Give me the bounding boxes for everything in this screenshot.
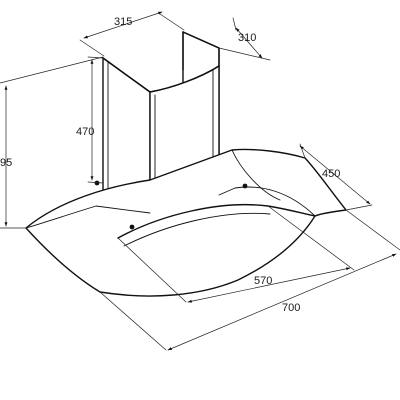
dim-label-315: 315 <box>114 16 132 28</box>
screw-left <box>94 180 100 186</box>
dimension-315: 315 <box>79 11 185 57</box>
chimney-top-edge <box>102 57 220 93</box>
dim-label-450: 450 <box>322 168 340 180</box>
canopy-top-flap <box>231 149 281 201</box>
dim-label-470: 470 <box>76 126 94 138</box>
screw-right <box>242 183 248 189</box>
hood-outline <box>25 31 347 297</box>
dimension-310: 310 <box>218 17 271 61</box>
screw-center <box>129 224 135 230</box>
canopy-inner-arc-2 <box>123 212 271 247</box>
dim-label-95: 95 <box>0 157 12 169</box>
dimension-700: 700 <box>99 209 400 351</box>
dimension-470: 470 <box>76 56 104 184</box>
dim-label-570: 570 <box>254 275 272 287</box>
canopy-right-line <box>218 186 316 217</box>
dimension-450: 450 <box>299 143 373 211</box>
canopy-inner-arc <box>117 203 316 239</box>
dim-label-310: 310 <box>238 32 256 44</box>
canopy-left-edge <box>25 205 151 229</box>
dimension-total-height: 95 <box>0 56 104 229</box>
dim-label-700: 700 <box>282 302 300 314</box>
